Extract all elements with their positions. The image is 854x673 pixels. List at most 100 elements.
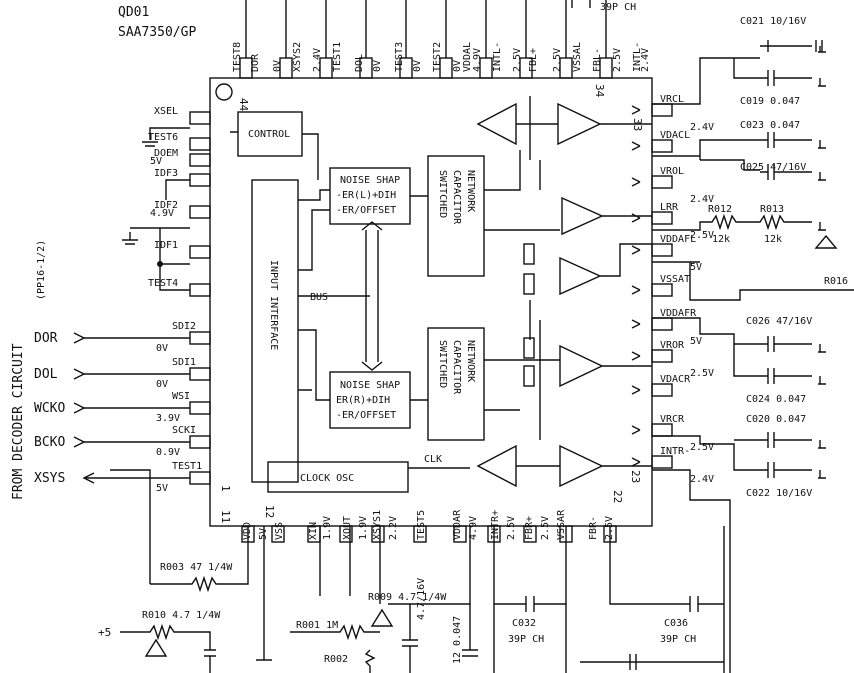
c022-label: C022 10/16V	[746, 488, 812, 499]
pin-voltage: 0.9V	[156, 447, 180, 458]
top-pin-label: 2.5V	[512, 48, 523, 72]
pin-box	[339, 525, 353, 543]
pin-box	[371, 525, 385, 543]
pin-label: VSSAT	[660, 274, 690, 285]
pin-box	[523, 525, 537, 543]
pin-label: TEST4	[148, 278, 178, 289]
pins-right: VRCL2.4VVDACLVROL2.4VLRR2.5VVDDAFL5VVSSA…	[631, 94, 714, 485]
pin-voltage: 2.4V	[690, 194, 714, 205]
arrow-in	[73, 402, 86, 414]
pin-voltage: 3.9V	[156, 413, 180, 424]
top-pin-label: DOR	[250, 53, 261, 72]
pin-number: 1	[219, 485, 232, 492]
svg-text:NOISE SHAP: NOISE SHAP	[340, 175, 400, 186]
c036-value: 39P CH	[660, 634, 696, 645]
pin-box	[651, 103, 673, 117]
bottom-pin-label: XSYS1	[372, 510, 383, 540]
arrow-in	[631, 245, 641, 255]
svg-text:-ER/OFFSET: -ER/OFFSET	[336, 205, 396, 216]
pin-label: VDDAFR	[660, 308, 697, 319]
block-control: CONTROL	[237, 111, 303, 157]
top-pin-label: INTL-	[632, 42, 643, 72]
pin-label: VDACL	[660, 130, 690, 141]
arrow-in	[73, 368, 86, 380]
top-pin-label: 0V	[372, 60, 383, 72]
svg-text:-ER(L)+DIH: -ER(L)+DIH	[336, 190, 396, 201]
top-components: 39P CH	[571, 0, 636, 13]
pin-voltage: 0V	[156, 379, 168, 390]
signal-name: BCKO	[34, 435, 65, 450]
pin-number: 22	[611, 490, 624, 503]
block-noise-shaper-left: NOISE SHAP -ER(L)+DIH -ER/OFFSET	[329, 167, 411, 225]
arrow-in	[631, 425, 641, 435]
r001-label: R001 1M	[296, 620, 338, 631]
top-pin-label: TEST8	[232, 42, 243, 72]
bottom-pin-label: FBR+	[524, 516, 535, 540]
pin-label: VDACR	[660, 374, 691, 385]
top-pin-label: XSYS2	[292, 42, 303, 72]
pin-box	[189, 245, 211, 259]
arrow-in	[631, 213, 641, 223]
signal-name: WCKO	[34, 401, 65, 416]
clk-label: CLK	[424, 454, 442, 465]
arrow-in	[73, 436, 86, 448]
c019-label: C019 0.047	[740, 96, 800, 107]
pin-label: IDF1	[154, 240, 178, 251]
pin-label: DOEM	[154, 148, 178, 159]
side-label-ref: (PP16-1/2)	[36, 240, 47, 300]
svg-text:CAPACITOR: CAPACITOR	[451, 340, 462, 395]
pin-number: 12	[263, 505, 276, 518]
bus-label: BUS	[310, 292, 328, 303]
c026-label: C026 47/16V	[746, 316, 812, 327]
block-input-interface: INPUT INTERFACE	[251, 179, 299, 483]
bottom-pin-label: VSSAR	[556, 509, 567, 540]
pin-box	[189, 153, 211, 167]
bottom-pin-label: TEST5	[416, 510, 427, 540]
arrow-in	[631, 351, 641, 361]
top-pin-label: 0V	[412, 60, 423, 72]
pin-box	[651, 283, 673, 297]
block-noise-shaper-right: NOISE SHAP ER(R)+DIH -ER/OFFSET	[329, 371, 411, 429]
signal-name: XSYS	[34, 471, 65, 486]
pin-box	[651, 317, 673, 331]
top-pin-label: VSSAL	[572, 42, 583, 72]
r012-label: R012	[708, 204, 732, 215]
arrow-in	[631, 319, 641, 329]
opamp-symbols	[476, 96, 652, 488]
bottom-pin-label: 2.5V	[540, 516, 551, 540]
pin-label: SDI1	[172, 357, 196, 368]
arrow-out	[82, 472, 95, 484]
pin-label: INTR-	[660, 446, 690, 457]
pin-voltage: 4.9V	[150, 208, 174, 219]
pin-label: XSEL	[154, 106, 178, 117]
top-cap-value: 39P CH	[600, 2, 636, 13]
c024-label: C024 0.047	[746, 394, 806, 405]
arrow-in	[631, 177, 641, 187]
pin-box	[189, 137, 211, 151]
svg-text:NETWORK: NETWORK	[465, 170, 476, 212]
bottom-components: R003 47 1/4W R010 4.7 1/4W +5 R001 1M R0…	[98, 469, 725, 673]
arrow-in	[631, 457, 641, 467]
pin-label: VROL	[660, 166, 684, 177]
pin-voltage: 5V	[690, 336, 702, 347]
c032-value: 39P CH	[508, 634, 544, 645]
c036-label: C036	[664, 618, 688, 629]
plus5-label: +5	[98, 626, 111, 639]
arrow-in	[631, 285, 641, 295]
pin-voltage: 0V	[156, 343, 168, 354]
pin-label: SCKI	[172, 425, 196, 436]
pin-box	[651, 175, 673, 189]
c4-label: 4.7/16V	[416, 578, 427, 620]
c020-label: C020 0.047	[746, 414, 806, 425]
top-pin-label: INTL-	[492, 42, 503, 72]
pin-label: WSI	[172, 391, 190, 402]
top-pin-label: 0V	[452, 60, 463, 72]
arrow-in	[73, 332, 86, 344]
pin-number: 44	[237, 98, 250, 112]
top-pin-label: TEST2	[432, 42, 443, 72]
pin-box	[189, 331, 211, 345]
pin-box	[189, 111, 211, 125]
top-pin-label: TEST1	[332, 42, 343, 72]
